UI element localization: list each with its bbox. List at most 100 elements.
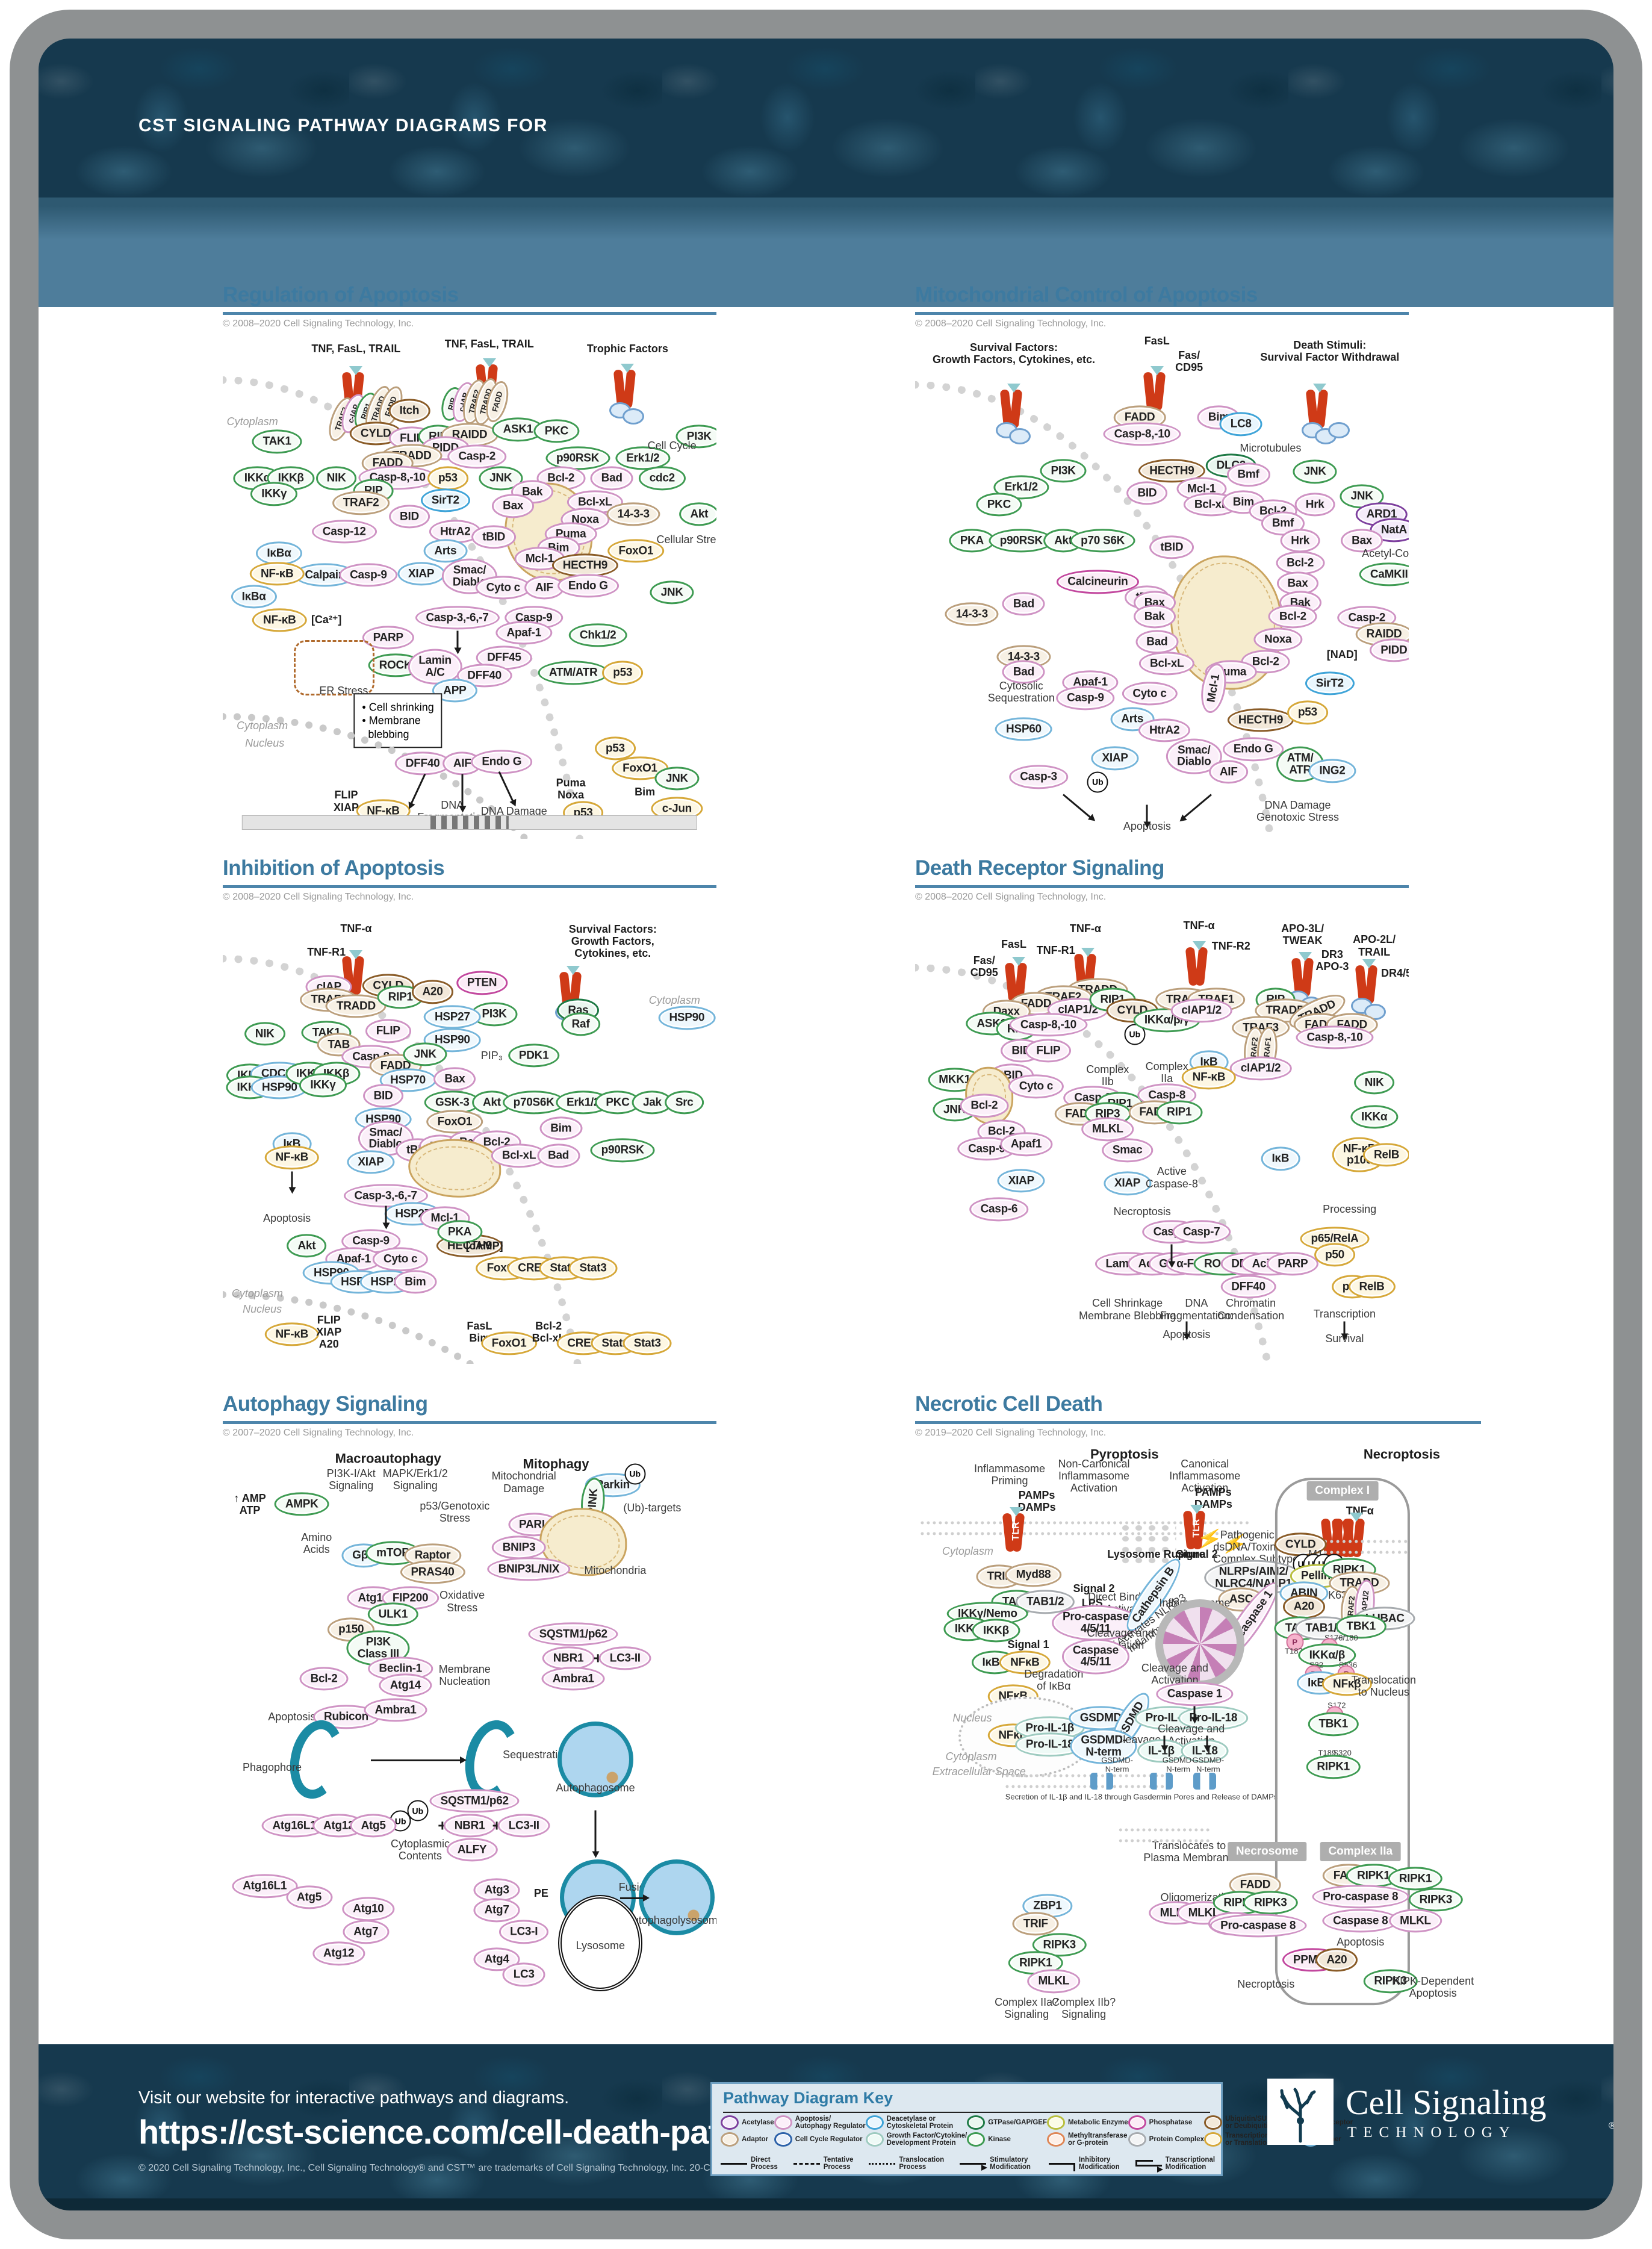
key-line-label: Transcriptional Modification	[1165, 2156, 1216, 2171]
tree-icon	[1280, 2088, 1316, 2143]
pathway-node: Endo G	[557, 574, 619, 598]
panel-title: Death Receptor Signaling	[915, 856, 1164, 880]
receptor-icon	[1004, 957, 1032, 1002]
footer-strip	[36, 2198, 1616, 2213]
pathway-node: Pro-caspase 8	[1210, 1913, 1307, 1938]
ligand-icon	[1313, 383, 1327, 393]
pathway-node: Caspase 1	[1156, 1682, 1234, 1706]
pathway-node: Atg10	[342, 1897, 395, 1921]
arrow	[1163, 1735, 1166, 1747]
diagram-label: Inflammasome Priming	[974, 1462, 1045, 1487]
pathway-node: CYLD	[1274, 1532, 1327, 1557]
vesicle	[557, 1721, 634, 1797]
diagram-label: Survival Factors: Growth Factors, Cytoki…	[932, 341, 1096, 366]
diagram-label: PAMPs DAMPs	[1017, 1488, 1056, 1513]
key-rule	[723, 2112, 1210, 2113]
pathway-node: p53	[1287, 700, 1328, 725]
pathway-node: p53	[602, 661, 644, 685]
pathway-node: Ambra1	[541, 1667, 605, 1691]
pathway-node: IKKγ	[299, 1073, 347, 1097]
pathway-node: XIAP	[1091, 746, 1139, 771]
ligand-icon	[567, 966, 580, 975]
pathway-node: Lamin A/C	[408, 649, 462, 685]
diagram-label: Lysosome Rupture	[1107, 1548, 1205, 1561]
diagram-label: MAPK/Erk1/2 Signaling	[382, 1467, 448, 1492]
receptor-icon	[1287, 952, 1322, 1013]
ligand-icon	[1010, 1507, 1023, 1517]
diagram-label: TNF-R1	[307, 945, 346, 958]
line	[960, 2163, 988, 2171]
pathway-node: RIP1	[1156, 1100, 1203, 1125]
pathway-node: RIPK3	[1408, 1887, 1464, 1912]
receptor-icon	[1351, 959, 1386, 1020]
diagram-label: Complex IIa	[1145, 1060, 1188, 1085]
receptor-icon	[342, 950, 369, 995]
pathway-node: LC3-II	[497, 1814, 550, 1838]
diagram-label: FLIP XIAP A20	[316, 1313, 342, 1351]
pathway-node: Casp-7	[1172, 1220, 1231, 1244]
pathway-node: Pro-IL-18	[1178, 1706, 1249, 1731]
pathway-node: TRIF	[1012, 1911, 1059, 1936]
diagram-label: Fas/ CD95	[970, 954, 998, 979]
pathway-node: Bax	[1341, 529, 1383, 553]
pathway-node: IL-18	[1181, 1739, 1229, 1763]
pathway-node: Calcineurin	[1057, 570, 1139, 594]
line	[1048, 2163, 1075, 2171]
footer-url: https://cst-science.com/cell-death-pathw…	[138, 2113, 819, 2151]
pathway-node: Bad	[1002, 660, 1045, 684]
gray-label-box: Necrosome	[1227, 1841, 1307, 1861]
panel-title: Necrotic Cell Death	[915, 1392, 1103, 1416]
key-item-label: Protein Complex	[1149, 2136, 1205, 2144]
pathway-node: Chk1/2	[568, 623, 627, 647]
pathway-node: PKC	[976, 493, 1022, 517]
diagram-label: TNF-α	[1183, 919, 1215, 932]
key-item-label: Metabolic Enzyme	[1067, 2119, 1128, 2127]
pathway-node: CaMKII	[1359, 562, 1409, 586]
pathway-node: MLKL	[1027, 1969, 1081, 1993]
phospho-badge: P	[1286, 1633, 1304, 1651]
panel-title-rule	[223, 1421, 716, 1424]
pathway-node: HSP90	[658, 1006, 716, 1030]
panel-autophagy-signaling: Autophagy Signaling© 2007–2020 Cell Sign…	[223, 1392, 716, 2032]
diagram-label: DNA Damage Genotoxic Stress	[1256, 798, 1340, 824]
pathway-node: BID	[389, 505, 430, 529]
pathway-node: BID	[362, 1083, 404, 1108]
pathway-node: LC3-II	[598, 1646, 651, 1670]
key-item-label: Phosphatase	[1149, 2119, 1193, 2127]
panel-title: Autophagy Signaling	[223, 1392, 428, 1416]
pathway-node: Atg12	[312, 1814, 365, 1838]
arrow	[1343, 1321, 1346, 1335]
panel-necrotic-cell-death: Necrotic Cell Death© 2019–2020 Cell Sign…	[915, 1392, 1481, 2032]
key-line-label: Direct Process	[751, 2156, 778, 2171]
diagram-label: TNF, FasL, TRAIL	[311, 342, 401, 355]
pathway-node: Casp-12	[311, 520, 377, 544]
pathway-node: PTEN	[456, 971, 508, 995]
mitochondria	[408, 1139, 502, 1198]
gasdermin-pore	[1090, 1772, 1114, 1790]
receptor-icon	[1302, 383, 1350, 444]
key-item-label: Acetylase	[742, 2119, 774, 2127]
pathway-node: LC3	[502, 1962, 545, 1987]
diagram-label: Puma Noxa	[556, 776, 586, 801]
pathway-node: Ambra1	[364, 1698, 427, 1722]
pathway-node: RelB	[1363, 1143, 1409, 1167]
receptor-icon	[1182, 1504, 1210, 1550]
pathway-node: Bad	[1002, 592, 1045, 616]
pathway-node: AIF	[1208, 760, 1249, 784]
ligand-icon	[1081, 947, 1095, 957]
ligand-icon	[1298, 952, 1312, 962]
key-item: Deacetylase or Cytoskeletal Protein	[865, 2115, 967, 2130]
membrane	[1119, 1828, 1210, 1843]
pathway-node: IKKβ	[972, 1619, 1020, 1643]
pathway-node: Casp-8,-10	[1009, 1013, 1087, 1037]
pathway-node: TRADD	[325, 994, 387, 1018]
pathway-node: Casp-6	[969, 1197, 1029, 1221]
pathway-node: TRIF	[976, 1564, 1023, 1589]
pathway-node: Akt	[287, 1234, 327, 1258]
diagram-label: Nucleus	[243, 1303, 282, 1316]
key-item: Acetylase	[721, 2115, 774, 2130]
panel-title-rule	[223, 885, 716, 888]
pathway-node: p90RSK	[590, 1138, 655, 1162]
panel-copyright: © 2008–2020 Cell Signaling Technology, I…	[223, 319, 414, 329]
